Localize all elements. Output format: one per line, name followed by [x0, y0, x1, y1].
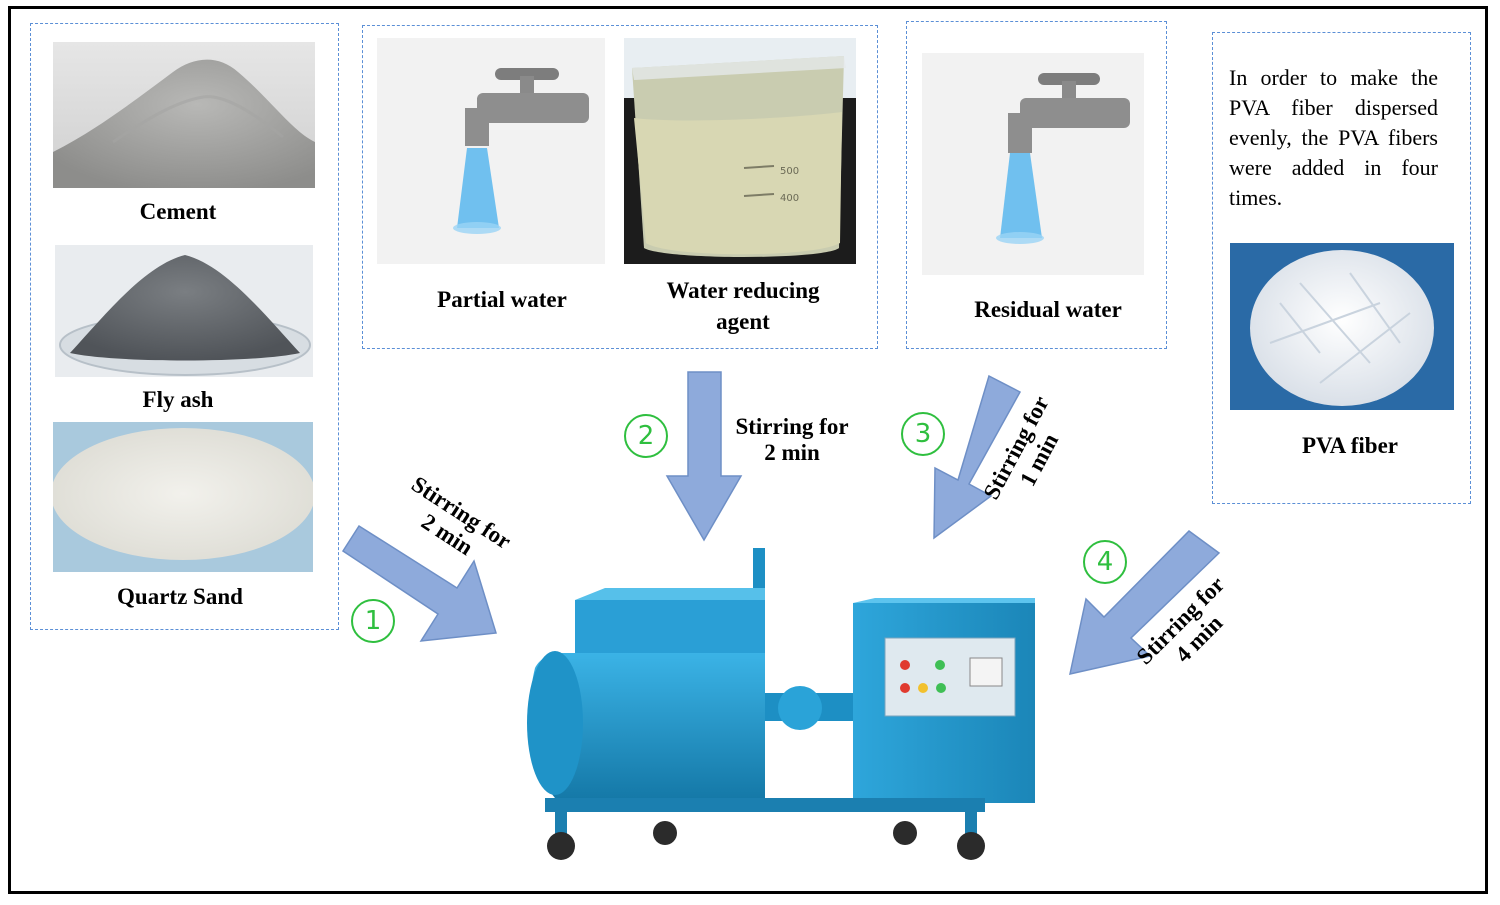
panel-pva-fiber	[1212, 32, 1471, 504]
step-3-number: 3	[901, 412, 945, 456]
step-1-number: 1	[351, 599, 395, 643]
cement-photo	[53, 42, 315, 188]
label-pva-fiber: PVA fiber	[1301, 433, 1399, 458]
fly-ash-photo	[55, 245, 313, 377]
mixer-machine	[527, 548, 1035, 860]
pva-note: In order to make the PVA fiber dispersed…	[1229, 65, 1438, 210]
panel-residual-water	[906, 21, 1167, 349]
panel-dry-materials	[30, 23, 339, 630]
arrow-step-1	[341, 524, 497, 642]
arrow-step-4	[1069, 530, 1221, 675]
step-2-text: Stirring for 2 min	[722, 414, 862, 466]
label-water-reducing-line1: Water reducing	[666, 278, 820, 303]
step-2-line2: 2 min	[764, 440, 820, 465]
step-2-line1: Stirring for	[735, 414, 849, 439]
label-partial-water: Partial water	[437, 287, 567, 312]
panel-liquids	[362, 25, 878, 349]
arrow-step-3	[933, 374, 1022, 540]
beaker-mark-400: 400	[780, 193, 799, 204]
label-quartz-sand: Quartz Sand	[117, 584, 243, 609]
label-residual-water: Residual water	[974, 297, 1122, 322]
label-cement: Cement	[139, 199, 217, 224]
step-2-number: 2	[624, 414, 668, 458]
quartz-sand-photo	[53, 422, 313, 572]
arrow-step-2	[665, 371, 743, 542]
step-4-number: 4	[1083, 540, 1127, 584]
faucet-residual-water	[922, 53, 1144, 275]
label-water-reducing-line2: agent	[716, 309, 770, 334]
beaker-mark-500: 500	[780, 166, 799, 177]
figure-frame	[8, 6, 1488, 894]
beaker-water-reducing-agent: 500 400	[624, 38, 856, 264]
label-fly-ash: Fly ash	[142, 387, 214, 412]
pva-fiber-photo	[1230, 243, 1454, 410]
faucet-partial-water	[377, 38, 605, 264]
